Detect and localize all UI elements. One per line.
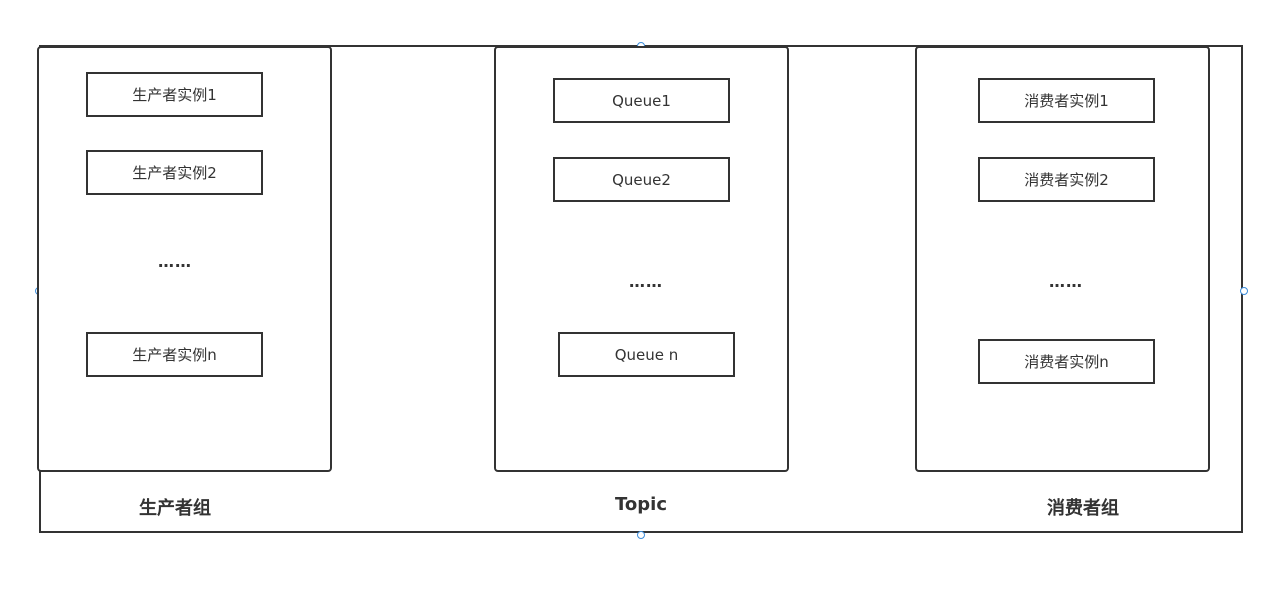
consumer-instance-n[interactable]: 消费者实例n: [978, 339, 1155, 384]
queue-ellipsis: ……: [629, 272, 663, 291]
topic-label: Topic: [615, 494, 667, 515]
consumer-group-label: 消费者组: [1047, 498, 1119, 519]
consumer-ellipsis: ……: [1049, 272, 1083, 291]
selection-handle-right[interactable]: [1240, 287, 1248, 295]
queue-1[interactable]: Queue1: [553, 78, 730, 123]
producer-instance-2[interactable]: 生产者实例2: [86, 150, 263, 195]
producer-group-label: 生产者组: [139, 498, 211, 519]
queue-2[interactable]: Queue2: [553, 157, 730, 202]
producer-instance-1[interactable]: 生产者实例1: [86, 72, 263, 117]
queue-n[interactable]: Queue n: [558, 332, 735, 377]
consumer-instance-1[interactable]: 消费者实例1: [978, 78, 1155, 123]
producer-group-panel[interactable]: [37, 46, 332, 472]
selection-handle-bottom[interactable]: [637, 531, 645, 539]
producer-instance-n[interactable]: 生产者实例n: [86, 332, 263, 377]
consumer-instance-2[interactable]: 消费者实例2: [978, 157, 1155, 202]
producer-ellipsis: ……: [158, 252, 192, 271]
